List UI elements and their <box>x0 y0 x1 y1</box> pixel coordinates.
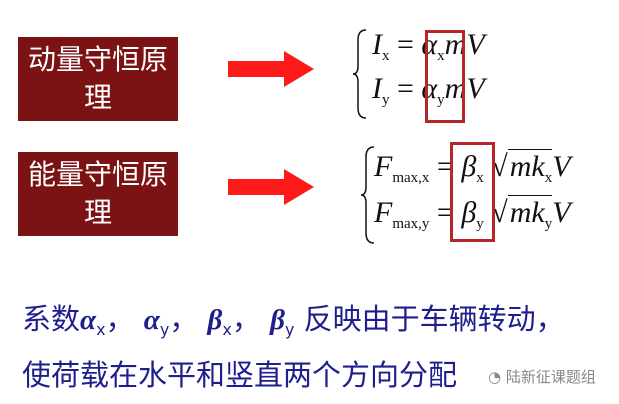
arrow-icon <box>228 169 314 205</box>
alpha-highlight-box <box>425 30 465 123</box>
momentum-principle-box: 动量守恒原理 <box>18 37 178 121</box>
brace-icon <box>360 146 375 244</box>
arrow-icon <box>228 51 314 87</box>
energy-eq-x: Fmax,x = βx √mkxV <box>374 149 571 186</box>
energy-principle-box: 能量守恒原理 <box>18 152 178 236</box>
caption-line-1: 系数αx， αy， βx， βy 反映由于车辆转动， <box>22 302 565 339</box>
caption-line-2: 使荷载在水平和竖直两个方向分配 <box>22 358 458 392</box>
beta-highlight-box <box>450 142 495 242</box>
watermark: ◔ 陆新征课题组 <box>488 368 596 386</box>
brace-icon <box>352 29 367 119</box>
energy-eq-y: Fmax,y = βy √mkyV <box>374 195 571 232</box>
